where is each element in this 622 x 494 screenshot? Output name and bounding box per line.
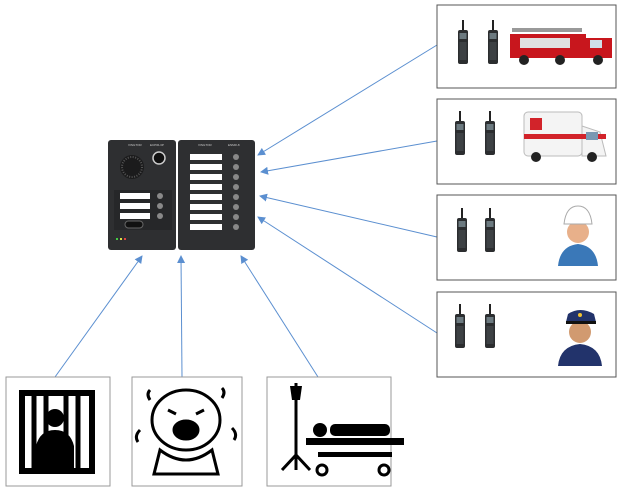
arrow-worker bbox=[259, 193, 438, 238]
crying-baby-icon bbox=[134, 386, 238, 476]
node-ambulance bbox=[436, 98, 617, 185]
prisoner-icon bbox=[19, 390, 95, 474]
fire-truck-icon bbox=[510, 28, 612, 65]
node-fire bbox=[436, 4, 617, 89]
node-patient bbox=[266, 376, 404, 487]
arrow-prisoner bbox=[54, 255, 143, 378]
panel-right-module: VINGTOR ENMR-8 bbox=[178, 140, 255, 250]
police-officer-icon bbox=[558, 310, 602, 366]
ambulance-icon bbox=[523, 111, 607, 162]
connection-arrows bbox=[54, 44, 438, 378]
hospital-bed-icon bbox=[280, 383, 404, 477]
node-worker bbox=[436, 194, 617, 281]
arrow-patient bbox=[240, 255, 319, 378]
panel-left-brand: VINGTOR bbox=[128, 143, 142, 147]
arrow-fire bbox=[257, 44, 438, 156]
node-prisoner bbox=[5, 376, 111, 487]
panel-right-brand: VINGTOR bbox=[198, 143, 212, 147]
node-police bbox=[436, 291, 617, 378]
arrow-ambulance bbox=[260, 140, 438, 175]
arrow-police bbox=[257, 216, 438, 334]
node-crying-baby bbox=[131, 376, 243, 487]
panel-left-module: VINGTOR ECPIR-3P bbox=[108, 140, 176, 250]
panel-right-model: ENMR-8 bbox=[228, 143, 240, 147]
intercom-panel: VINGTOR ECPIR-3P VINGTOR ENMR-8 bbox=[108, 140, 255, 250]
arrow-baby bbox=[177, 255, 186, 378]
camera-icon bbox=[152, 151, 166, 165]
hardhat-worker-icon bbox=[558, 205, 598, 266]
speaker-grille bbox=[120, 155, 144, 179]
panel-left-model: ECPIR-3P bbox=[150, 143, 164, 147]
